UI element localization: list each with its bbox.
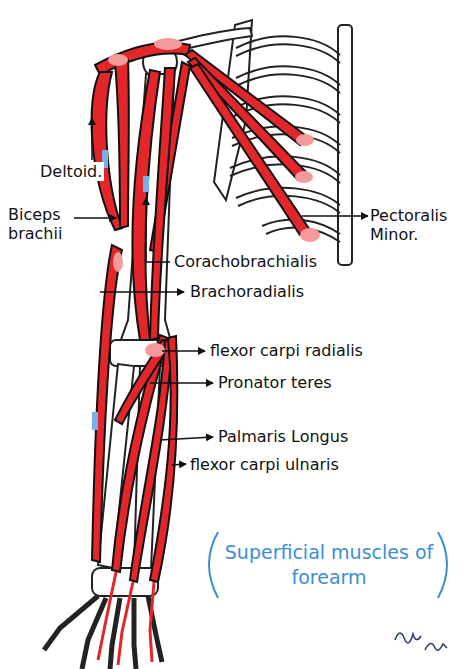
title: Superficial muscles of forearm xyxy=(222,540,436,589)
muscle-label: Corachobrachialis xyxy=(172,252,319,271)
muscles xyxy=(92,43,310,583)
leader-lines xyxy=(72,118,368,465)
muscle-label: flexor carpi ulnaris xyxy=(188,455,341,474)
attachment-patches xyxy=(92,38,320,430)
muscle-label: Deltoid. xyxy=(38,162,104,181)
muscle-label: Palmaris Longus xyxy=(216,427,350,446)
muscle-label: Pectoralis Minor. xyxy=(368,206,470,244)
muscle-label: Biceps brachii xyxy=(6,205,74,243)
muscle-label: Pronator teres xyxy=(216,373,334,392)
muscle-label: flexor carpi radialis xyxy=(208,341,365,360)
tendons xyxy=(98,572,154,665)
muscle-label: Brachoradialis xyxy=(188,282,306,301)
signature xyxy=(395,633,447,650)
title-parentheses xyxy=(209,532,447,598)
